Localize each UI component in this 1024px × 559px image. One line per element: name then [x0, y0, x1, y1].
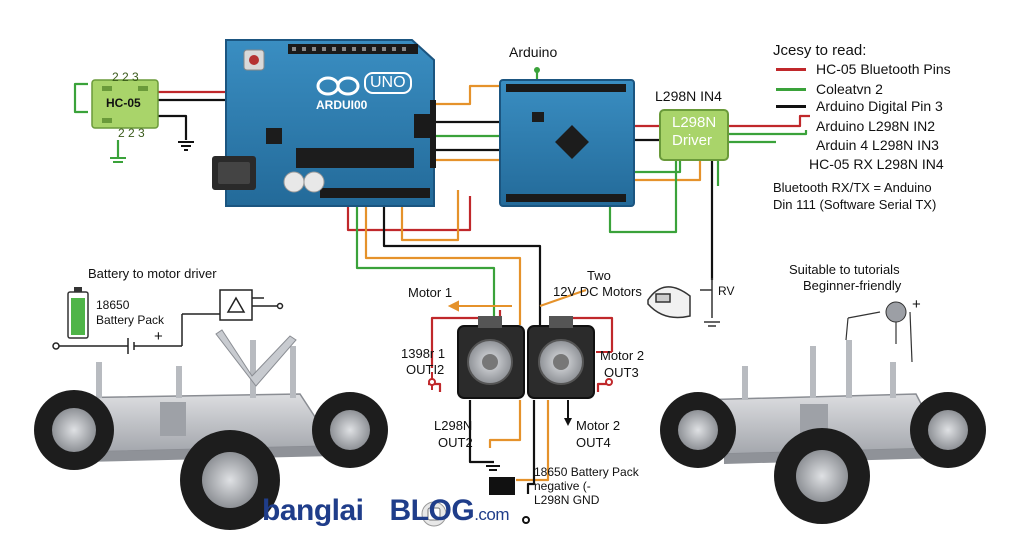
arduino-uno-board — [212, 39, 436, 207]
wire-orange-m-bottom — [488, 400, 522, 448]
brand-watermark: banglai BLOG.com — [262, 494, 510, 528]
legend-item-3: Arduino Digital Pin 3 — [776, 98, 943, 114]
legend-item-5-label: Arduin 4 L298N IN3 — [816, 137, 939, 153]
hc05-module — [91, 79, 194, 163]
hc05-pins-bottom: 2 2 3 — [118, 126, 145, 140]
legend-item-2-label: Coleatvn 2 — [816, 81, 883, 97]
wheel-left-front2 — [180, 430, 280, 530]
legend-item-6-label: HC-05 RX L298N IN4 — [809, 156, 944, 172]
legend-note-1: Bluetooth RX/TX = Anduino — [773, 180, 932, 195]
title-arduino: Arduino — [509, 44, 558, 60]
robot-car-left — [34, 329, 388, 530]
hc05-pins-top: 2 2 3 — [112, 70, 139, 84]
mini-arduino-board — [499, 67, 635, 207]
wire-orange-down2 — [400, 190, 460, 242]
legend-heading: Jcesy to read: — [773, 42, 867, 59]
legend-note-2: Din 111 (Software Serial TX) — [773, 197, 937, 212]
battery-neg-line3: L298N GND — [534, 493, 600, 507]
l298n-out2-line2: OUT2 — [438, 435, 473, 450]
motor1-label: Motor 1 — [408, 285, 453, 300]
uno-logo-text: ARDUI00 — [316, 98, 368, 112]
wire-red-m2-bottom — [596, 382, 608, 392]
legend-item-1: HC-05 Bluetooth Pins — [776, 61, 951, 77]
battery-pack-line1: 18650 — [96, 298, 130, 312]
uno-badge: UNO — [364, 72, 412, 94]
battery-to-driver-label: Battery to motor driver — [88, 266, 217, 281]
motor-2 — [527, 316, 595, 399]
wire-black-down — [382, 196, 542, 330]
battery-pack-line2: Battery Pack — [96, 313, 165, 327]
wheel-left-rear — [34, 390, 114, 470]
motor2-line2: OUT3 — [604, 365, 639, 380]
wire-orange-drv — [620, 160, 702, 182]
wire-green-drv — [620, 160, 682, 174]
legend-item-3-label: Arduino Digital Pin 3 — [816, 98, 943, 114]
battery-icon — [67, 287, 89, 339]
motor1-out-line2: OUTI2 — [406, 362, 445, 377]
plus-sign: + — [154, 328, 163, 345]
battery-circuit — [52, 289, 284, 354]
driver-line1: L298N — [672, 114, 717, 131]
rv-label: RV — [718, 284, 735, 298]
motor1-out-line1: 1398r 1 — [401, 346, 446, 361]
wheel-left-front — [312, 392, 388, 468]
wire-green-drv-down — [608, 160, 678, 234]
brand-part2: BLOG — [389, 494, 475, 527]
wheel-right-front — [910, 392, 986, 468]
plus-sign-right: + — [912, 296, 921, 313]
two-motors-line2: 12V DC Motors — [553, 284, 642, 299]
motor2-out4-line1: Motor 2 — [576, 418, 621, 433]
suitable-line2: Beginner-friendly — [803, 278, 902, 293]
brand-part3: .com — [474, 505, 510, 524]
legend-item-1-label: HC-05 Bluetooth Pins — [816, 61, 951, 77]
wheel-right-rear — [660, 392, 736, 468]
wire-orange-down — [364, 196, 522, 325]
wire-hc05-green — [73, 82, 88, 114]
driver-line2: Driver — [672, 132, 712, 149]
wire-red-down — [346, 196, 472, 232]
motor2-line1: Motor 2 — [600, 348, 645, 363]
arduino-logo-icon — [316, 76, 360, 96]
arrows — [428, 289, 613, 426]
suitable-line1: Suitable to tutorials — [789, 262, 900, 277]
wire-green-down — [355, 196, 496, 325]
legend-item-2: Coleatvn 2 — [776, 81, 883, 97]
wires — [73, 72, 810, 494]
gnd-symbols-motors — [486, 465, 530, 524]
robot-car-right — [660, 301, 986, 524]
wire-red-legend — [728, 114, 810, 128]
battery-neg-line2: negative (- — [534, 479, 591, 493]
l298n-out2-line1: L298N — [434, 418, 473, 433]
brand-part1: banglai — [262, 494, 364, 527]
l298n-in4-label: L298N IN4 — [655, 88, 722, 104]
battery-neg-line1: 18650 Battery Pack — [534, 465, 639, 479]
brand-logo-icon — [421, 501, 447, 527]
wire-orange-m-bottom2 — [516, 400, 550, 482]
l298n-driver-module — [659, 109, 729, 161]
potentiometer-icon — [885, 301, 907, 323]
legend-item-4-label: Arduino L298N IN2 — [816, 118, 936, 134]
hc05-label: HC-05 — [106, 96, 141, 110]
wire-hc05-black2 — [156, 114, 188, 140]
motor-1 — [457, 316, 525, 399]
wire-black-m-bottom — [468, 400, 494, 464]
wire-black-m-bottom2 — [526, 400, 536, 494]
wheel-right-front2 — [774, 428, 870, 524]
rv-sensor-icon — [647, 278, 720, 327]
two-motors-line1: Two — [587, 268, 611, 283]
wire-orange-1 — [424, 84, 500, 106]
wire-green-legend — [728, 130, 808, 136]
motor2-out4-line2: OUT4 — [576, 435, 611, 450]
